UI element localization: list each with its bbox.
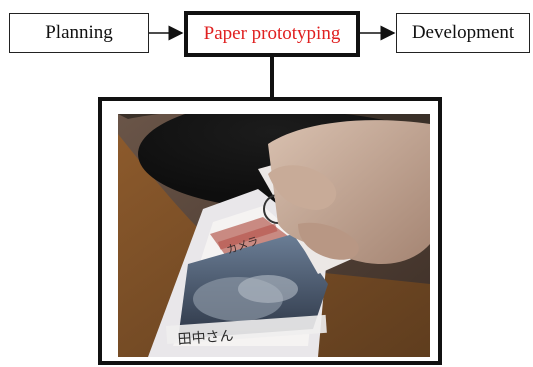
step-planning: Planning: [9, 13, 149, 53]
step-paper-prototyping: Paper prototyping: [184, 11, 360, 57]
step-development: Development: [396, 13, 530, 53]
step-development-label: Development: [411, 22, 515, 43]
photo-bottom-text: 田中さん: [177, 328, 234, 348]
photo-frame: カメラ 田中さん: [98, 97, 442, 365]
paper-prototype-photo: カメラ 田中さん: [118, 114, 430, 357]
paper-prototype-on-phone-photo: カメラ 田中さん: [118, 114, 430, 357]
step-paper-prototyping-label: Paper prototyping: [203, 23, 341, 44]
step-planning-label: Planning: [45, 22, 113, 43]
